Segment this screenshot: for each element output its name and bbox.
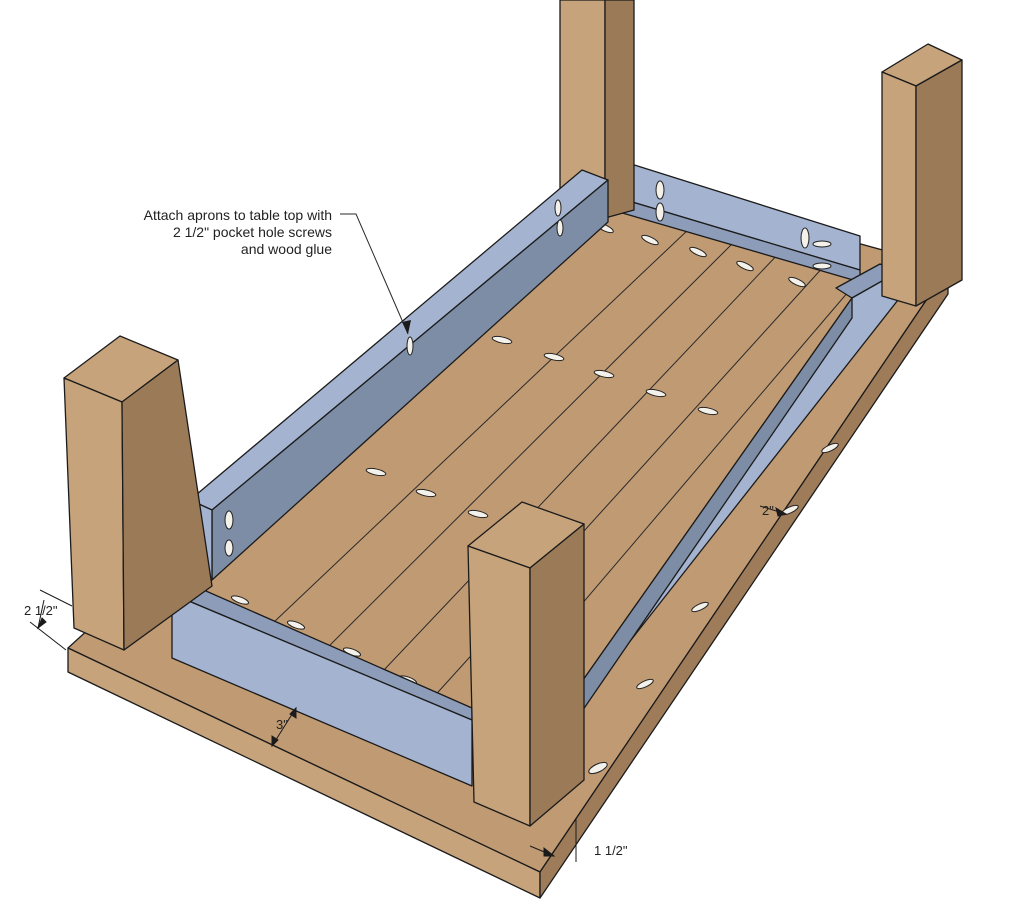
dimension-markers	[29, 505, 788, 862]
annotation-note: Attach aprons to table top with 2 1/2" p…	[144, 207, 332, 258]
annotation-line-2: 2 1/2" pocket hole screws	[172, 224, 332, 240]
annotation-line-1: Attach aprons to table top with	[143, 207, 332, 223]
leg-front-left	[63, 335, 213, 651]
annotation-leader	[340, 213, 411, 335]
leg-back-right	[881, 43, 963, 307]
dimension-end-offset: 3"	[276, 717, 288, 732]
dimension-leg-offset: 1 1/2"	[594, 843, 628, 858]
annotation-line-3: and wood glue	[240, 241, 332, 257]
leg-front-right	[467, 501, 585, 827]
dimension-left-apron-height: 2 1/2"	[24, 603, 58, 618]
dimension-side-offset: 2"	[762, 503, 774, 518]
leg-back-left	[559, 0, 635, 219]
pocket-holes-top	[230, 222, 839, 775]
